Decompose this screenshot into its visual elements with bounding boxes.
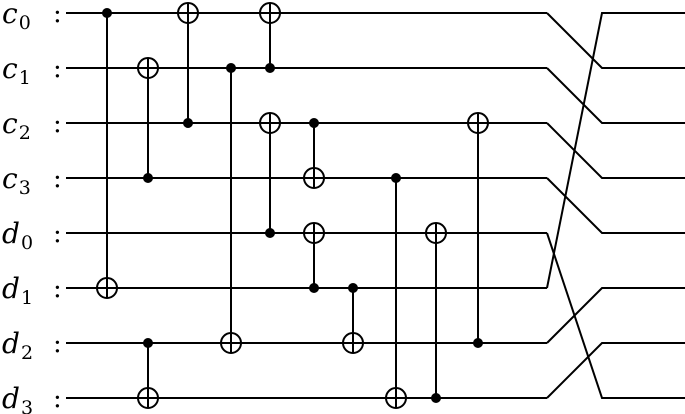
permutation-line-c0	[546, 12, 685, 69]
control-dot	[265, 63, 275, 73]
target-oplus-icon	[96, 277, 118, 299]
qubit-labels: c0: c1: c2: c3: d0: d1: d2: d3:	[2, 0, 62, 414]
output-permutation	[546, 12, 685, 399]
qubit-label-separator: :	[53, 54, 62, 84]
target-oplus-icon	[342, 332, 364, 354]
control-dot	[348, 283, 358, 293]
qubit-label-separator: :	[53, 164, 62, 194]
cnot-gate	[303, 118, 325, 189]
control-dot	[391, 173, 401, 183]
gates	[96, 2, 489, 409]
cnot-gate	[425, 222, 447, 403]
permutation-line-c2	[546, 122, 685, 179]
target-oplus-icon	[137, 387, 159, 409]
target-oplus-icon	[385, 387, 407, 409]
control-dot	[226, 63, 236, 73]
qubit-label-d0: d0	[2, 217, 33, 254]
qubit-label-c1: c1	[2, 52, 31, 89]
control-dot	[309, 283, 319, 293]
qubit-label-separator: :	[53, 274, 62, 304]
qubit-label-d3: d3	[2, 382, 33, 414]
permutation-line-d3	[546, 342, 685, 399]
target-oplus-icon	[137, 57, 159, 79]
permutation-line-c1	[546, 67, 685, 124]
qubit-label-separator: :	[53, 0, 62, 29]
cnot-gate	[220, 63, 242, 354]
control-dot	[265, 228, 275, 238]
qubit-label-c3: c3	[2, 162, 31, 199]
qubit-label-c0: c0	[2, 0, 31, 34]
cnot-gate	[177, 2, 199, 128]
target-oplus-icon	[259, 2, 281, 24]
control-dot	[102, 8, 112, 18]
cnot-gate	[137, 57, 159, 183]
target-oplus-icon	[467, 112, 489, 134]
permutation-line-d0	[546, 232, 685, 399]
target-oplus-icon	[303, 167, 325, 189]
qubit-label-separator: :	[53, 109, 62, 139]
qubit-label-separator: :	[53, 384, 62, 414]
cnot-gate	[137, 338, 159, 409]
control-dot	[473, 338, 483, 348]
target-oplus-icon	[259, 112, 281, 134]
target-oplus-icon	[425, 222, 447, 244]
cnot-gate	[385, 173, 407, 409]
qubit-label-c2: c2	[2, 107, 31, 144]
cnot-gate	[96, 8, 118, 299]
qubit-label-separator: :	[53, 219, 62, 249]
control-dot	[309, 118, 319, 128]
permutation-line-d2	[546, 287, 685, 344]
cnot-gate	[259, 112, 281, 238]
control-dot	[431, 393, 441, 403]
cnot-gate	[467, 112, 489, 348]
cnot-gate	[342, 283, 364, 354]
qubit-label-separator: :	[53, 329, 62, 359]
target-oplus-icon	[220, 332, 242, 354]
control-dot	[183, 118, 193, 128]
cnot-gate	[259, 2, 281, 73]
control-dot	[143, 173, 153, 183]
qubit-label-d1: d1	[2, 272, 33, 309]
control-dot	[143, 338, 153, 348]
permutation-line-d1	[546, 12, 685, 289]
target-oplus-icon	[303, 222, 325, 244]
target-oplus-icon	[177, 2, 199, 24]
qubit-label-d2: d2	[2, 327, 33, 364]
cnot-gate	[303, 222, 325, 293]
